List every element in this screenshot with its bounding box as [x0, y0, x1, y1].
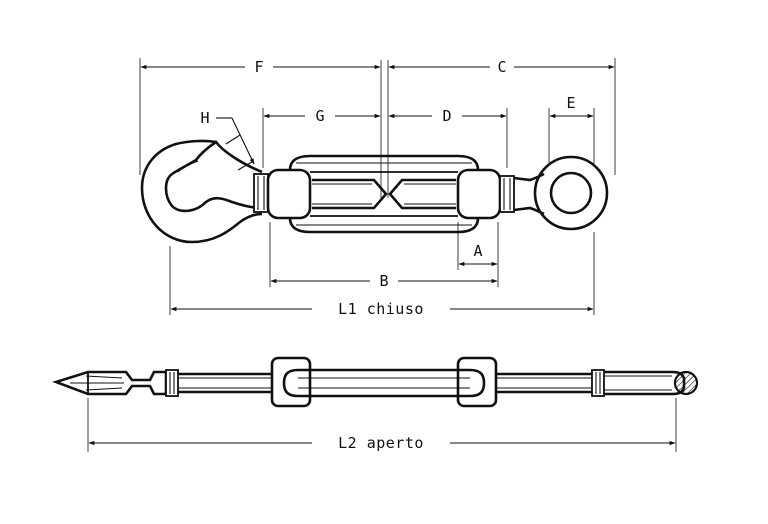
- dimension-lines: [140, 64, 615, 312]
- dim-label-l1-closed: L1 chiuso: [338, 300, 424, 318]
- dim-label-a: A: [473, 242, 482, 260]
- left-rod-open: [178, 372, 272, 394]
- top-view-closed: F C G D E H A B L1 chiuso: [139, 58, 616, 318]
- right-rod-open: [496, 369, 686, 397]
- dim-label-g: G: [315, 107, 324, 125]
- dim-label-h: H: [200, 109, 209, 127]
- bottom-view-open: L2 aperto: [51, 356, 699, 452]
- turnbuckle-body: [266, 154, 502, 234]
- spike-end: [51, 369, 179, 397]
- dim-label-l2-open: L2 aperto: [338, 434, 424, 452]
- center-axis: [380, 60, 389, 198]
- dim-label-d: D: [442, 107, 451, 125]
- dim-label-b: B: [379, 272, 388, 290]
- extension-lines-bottom: [87, 398, 677, 452]
- extension-lines: [139, 58, 616, 315]
- left-rod: [253, 173, 269, 213]
- eye-end: [499, 155, 609, 231]
- hatched-section: [673, 370, 699, 396]
- dim-label-c: C: [497, 58, 506, 76]
- open-body: [270, 356, 498, 408]
- hook-end: [140, 139, 263, 244]
- dim-label-e: E: [566, 94, 575, 112]
- inner-threads: [312, 178, 456, 210]
- dim-label-f: F: [254, 58, 263, 76]
